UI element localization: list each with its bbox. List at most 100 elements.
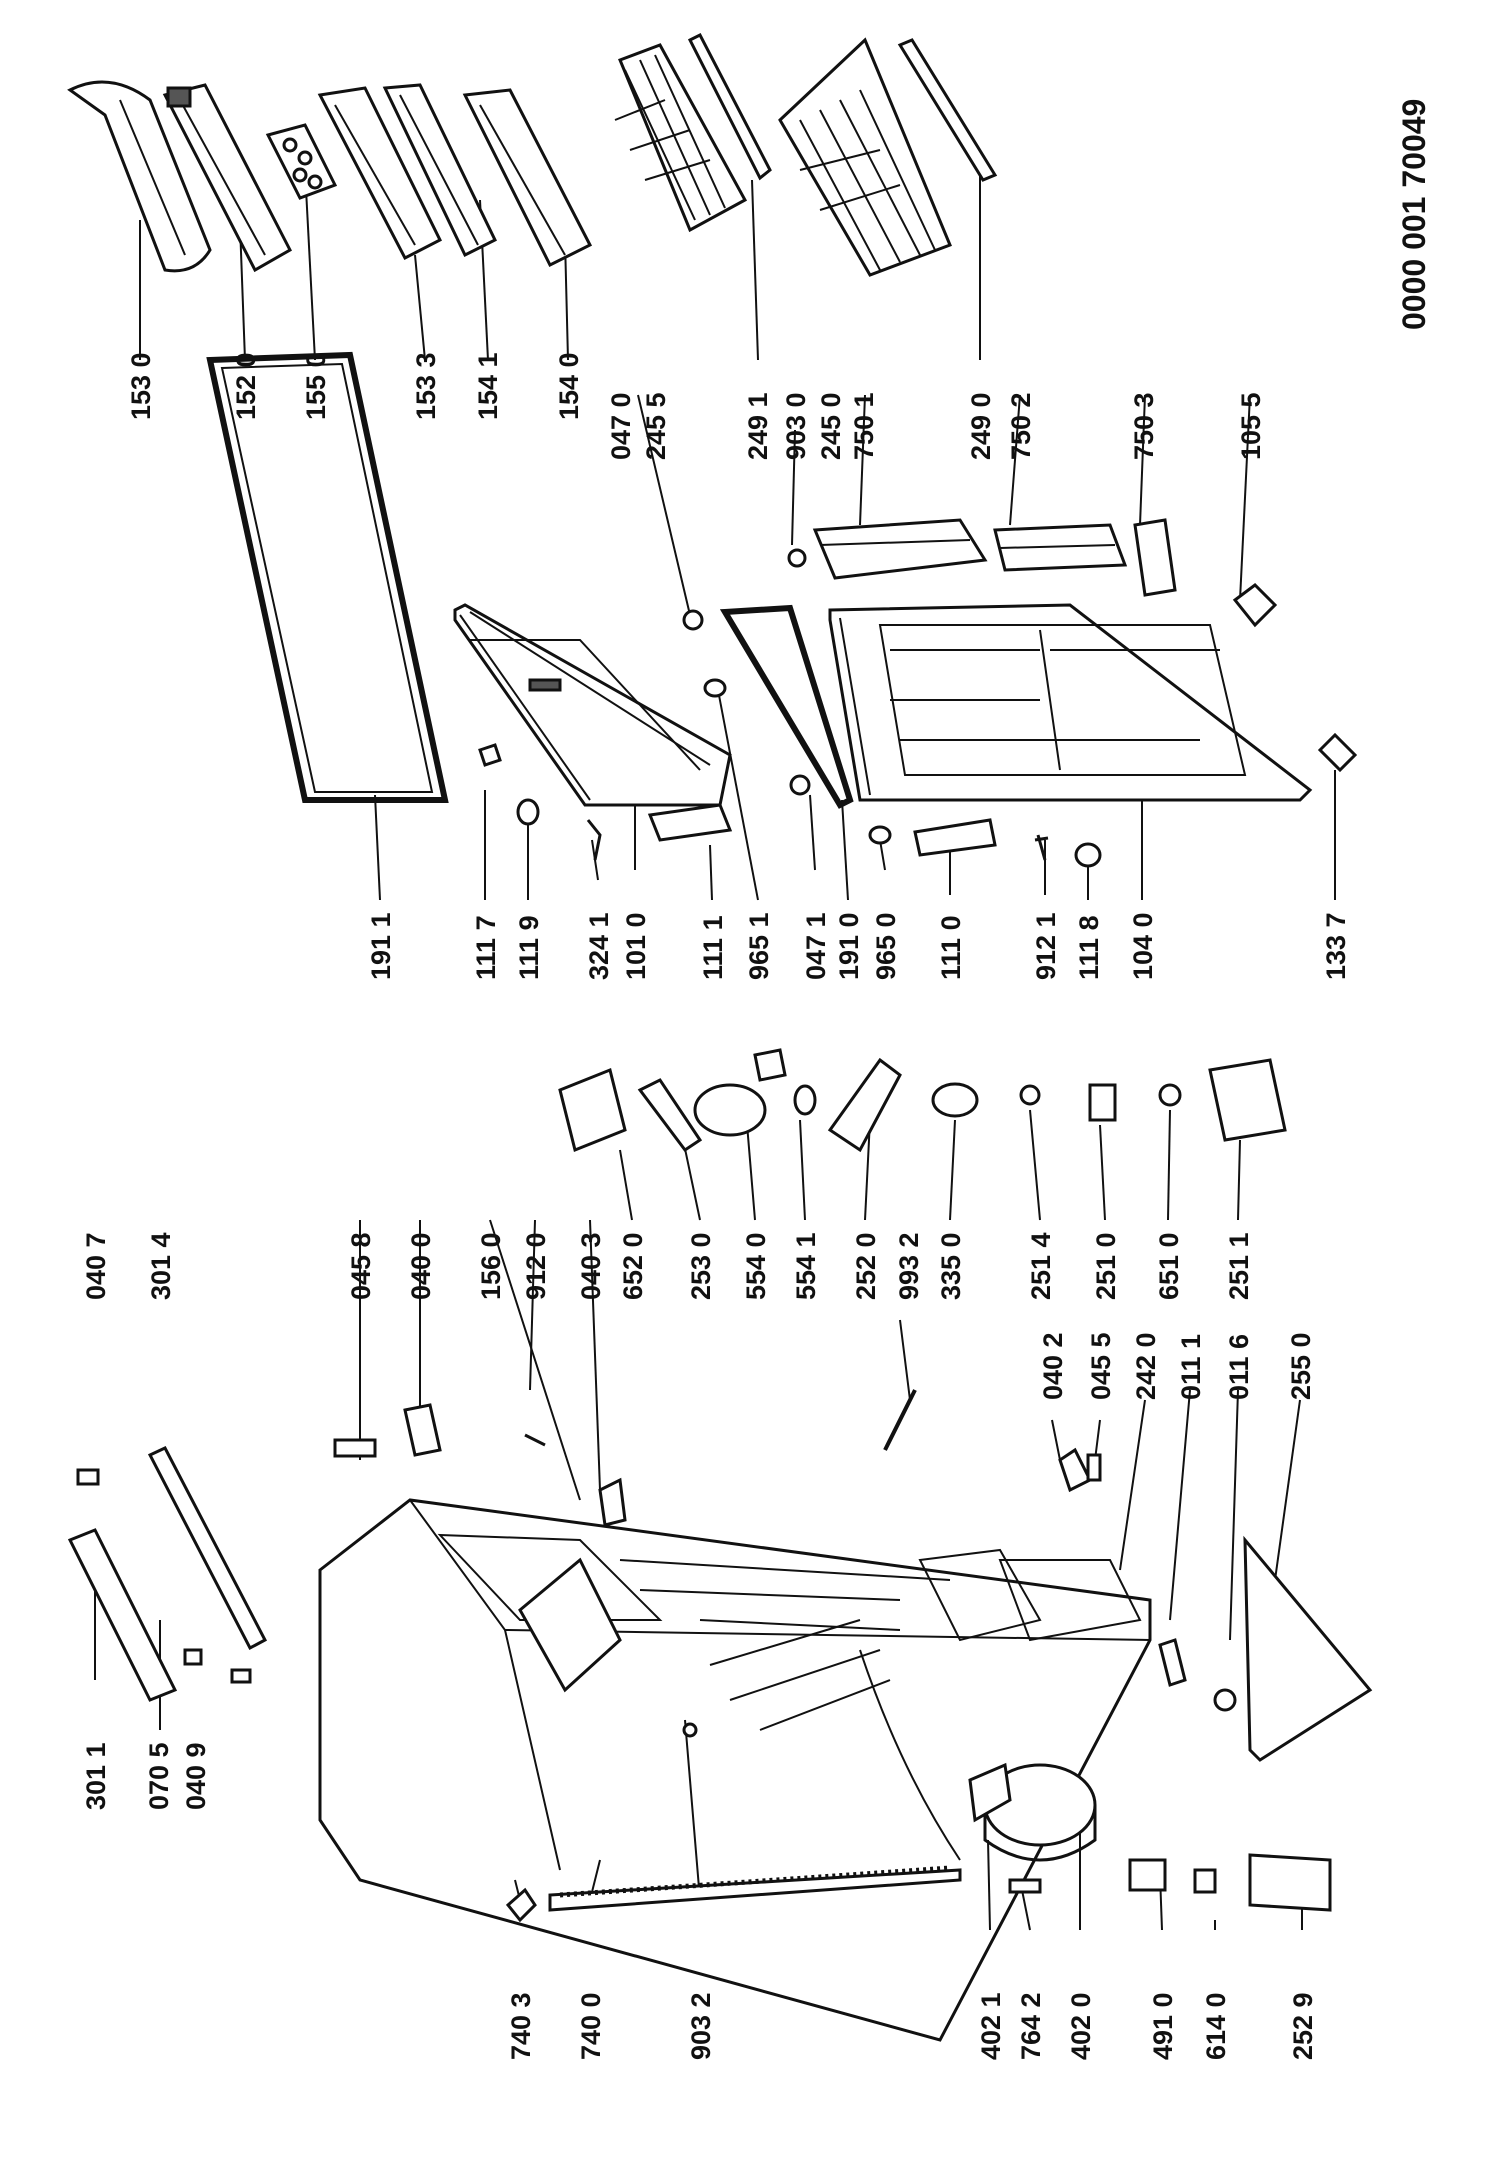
label-1550: 155 0: [301, 352, 331, 420]
label-2490: 249 0: [966, 392, 996, 460]
label-0458: 045 8: [346, 1232, 376, 1300]
part-5540-cap: [753, 1048, 787, 1082]
part-6140: [1193, 1868, 1217, 1894]
label-2420: 242 0: [1131, 1332, 1161, 1400]
label-1560: 156 0: [476, 1232, 506, 1300]
label-7403: 740 3: [506, 1992, 536, 2060]
label-3011: 301 1: [81, 1742, 111, 1810]
door-bin-cover-1530: [67, 80, 212, 273]
part-1111: [647, 803, 733, 842]
door-bin-1520: [162, 83, 292, 273]
label-1337: 133 7: [1321, 912, 1351, 980]
label-0116: 011 6: [1224, 1334, 1254, 1400]
label-2520: 252 0: [851, 1232, 881, 1300]
labels-group: 153 0 152 0 155 0 153 3 154 1 154 0 047 …: [81, 352, 1351, 2060]
door-bin-1533: [317, 86, 442, 261]
label-0400: 040 0: [406, 1232, 436, 1300]
part-0407: [76, 1468, 100, 1486]
part-2510: [1088, 1083, 1117, 1122]
label-1119: 111 9: [514, 915, 544, 980]
part-7642: [1008, 1878, 1042, 1894]
part-9032: [682, 1722, 698, 1738]
part-0470: [682, 609, 704, 631]
crisper-part-7503: [1133, 518, 1177, 597]
part-2511: [1208, 1058, 1287, 1142]
label-1010: 101 0: [621, 912, 651, 980]
part-1337: [1317, 732, 1358, 773]
label-5541: 554 1: [791, 1232, 821, 1300]
label-4021: 402 1: [976, 1992, 1006, 2060]
part-3241: [586, 819, 602, 861]
part-9120: [524, 1433, 546, 1447]
part-0458: [333, 1438, 377, 1458]
part-0111: [1158, 1638, 1187, 1687]
label-9651: 965 1: [744, 912, 774, 980]
part-3014: [147, 1446, 268, 1651]
gasket-1910: [719, 604, 854, 809]
part-0116: [1213, 1688, 1237, 1712]
label-0407: 040 7: [81, 1232, 111, 1300]
label-9932: 993 2: [894, 1232, 924, 1300]
label-0111: 011 1: [1176, 1334, 1206, 1400]
label-6140: 614 0: [1201, 1992, 1231, 2060]
freezer-door-1010: [453, 603, 732, 807]
label-4020: 402 0: [1066, 1992, 1096, 2060]
part-0402: [1058, 1447, 1093, 1493]
door-bin-1541: [382, 83, 497, 258]
label-1040: 104 0: [1128, 912, 1158, 980]
part-5541: [793, 1084, 817, 1116]
part-0455: [1086, 1453, 1102, 1482]
shelf-strip-2490: [897, 38, 998, 182]
label-0470: 047 0: [606, 392, 636, 460]
doors-group: [206, 351, 1358, 868]
shelf-strip-2491: [687, 32, 772, 181]
label-2455: 245 5: [641, 392, 671, 460]
egg-tray-1550: [265, 123, 338, 200]
fridge-door-1040: [828, 603, 1313, 802]
cover-plate-2550: [1243, 1535, 1373, 1762]
label-2450: 245 0: [816, 392, 846, 460]
part-2514: [1019, 1084, 1041, 1106]
label-2514: 251 4: [1026, 1232, 1056, 1300]
part-2530: [637, 1078, 703, 1153]
label-7501: 750 1: [849, 392, 879, 460]
label-0455: 045 5: [1086, 1332, 1116, 1400]
part-0705: [183, 1648, 203, 1666]
label-0402: 040 2: [1038, 1332, 1068, 1400]
label-7400: 740 0: [576, 1992, 606, 2060]
part-1055: [1232, 583, 1278, 628]
label-1520: 152 0: [231, 352, 261, 420]
part-1117: [478, 743, 502, 767]
label-0471: 047 1: [801, 912, 831, 980]
label-2511: 251 1: [1224, 1232, 1254, 1300]
label-0409: 040 9: [181, 1742, 211, 1810]
part-6520: [558, 1067, 627, 1153]
condenser-7400: [548, 1865, 962, 1912]
part-9030: [787, 548, 807, 568]
label-3241: 324 1: [584, 912, 614, 980]
label-0705: 070 5: [144, 1742, 174, 1810]
label-1910: 191 0: [834, 912, 864, 980]
label-9121: 912 1: [1031, 912, 1061, 980]
label-2550: 255 0: [1286, 1332, 1316, 1400]
label-1541: 154 1: [473, 352, 503, 420]
wire-shelf-2455: [614, 43, 748, 233]
control-parts-group: [558, 1048, 1287, 1153]
part-1110: [913, 818, 997, 857]
part-7403: [505, 1887, 537, 1923]
label-2510: 251 0: [1091, 1232, 1121, 1300]
cabinet-group: [67, 1389, 1373, 2042]
crisper-part-7502: [993, 523, 1128, 572]
label-2491: 249 1: [743, 392, 773, 460]
part-2529: [1248, 1853, 1332, 1912]
label-1533: 153 3: [411, 352, 441, 420]
label-2530: 253 0: [686, 1232, 716, 1300]
label-1911: 191 1: [366, 912, 396, 980]
part-0409: [230, 1668, 252, 1684]
label-5540: 554 0: [741, 1232, 771, 1300]
label-1530: 153 0: [126, 352, 156, 420]
part-9651: [703, 678, 727, 698]
part-0403: [598, 1477, 627, 1527]
